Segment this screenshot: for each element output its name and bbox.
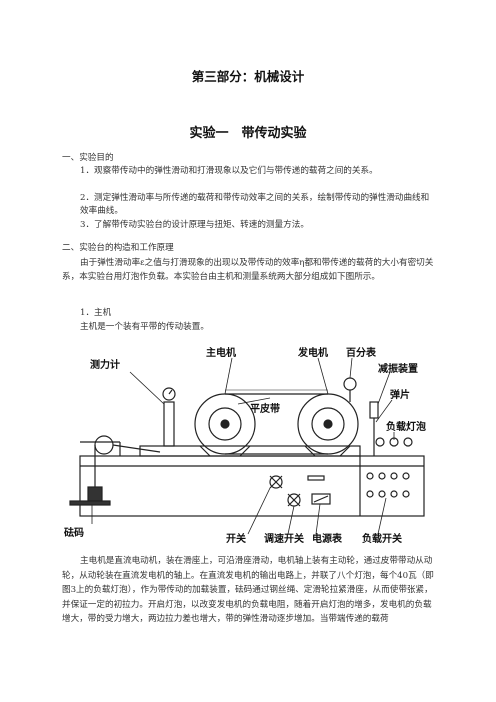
load-bulbs: [366, 437, 413, 498]
section1-heading: 一、实验目的: [62, 153, 114, 163]
label-main-motor: 主电机: [206, 346, 236, 359]
label-switch: 开关: [226, 532, 246, 545]
subsection-main-machine-heading: 1．主机: [80, 308, 112, 318]
control-panel: [269, 475, 331, 507]
dial-gauge: [343, 377, 357, 391]
label-dynamometer: 测力计: [90, 358, 120, 371]
weight-block: [87, 486, 103, 502]
label-weights: 砝码: [64, 526, 84, 539]
label-power-meter: 电源表: [312, 532, 343, 545]
section1-item2: 2．测定弹性滑动率与所传递的载荷和带传动效率之间的关系，绘制带传动的弹性滑动曲线…: [80, 193, 430, 216]
base-frame: [79, 455, 425, 517]
fixed-pulley: [94, 435, 114, 455]
label-flat-belt: 平皮带: [250, 402, 280, 415]
label-dial-gauge: 百分表: [346, 346, 377, 359]
damper: [369, 401, 379, 419]
label-damper: 减振装置: [378, 362, 418, 375]
label-speed-switch: 调速开关: [264, 532, 304, 545]
belt-drive-test-rig-diagram: 测力计 主电机 发电机 百分表 减振装置 平皮带 弹片 负载灯泡 砝码 开关 调…: [64, 346, 426, 545]
section1-item3: 3．了解带传动实验台的设计原理与扭矩、转速的测量方法。: [80, 220, 309, 230]
subsection-main-machine-text: 主机是一个装有平带的传动装置。: [80, 322, 209, 332]
label-generator: 发电机: [297, 346, 328, 359]
label-load-bulbs: 负载灯泡: [386, 420, 426, 433]
dynamometer-gauge: [162, 387, 176, 401]
section2-heading: 二、实验台的构造和工作原理: [62, 243, 174, 253]
label-spring-plate: 弹片: [390, 388, 410, 401]
section2-intro: 由于弹性滑动率ε之值与打滑现象的出现以及带传动的效率η都和带传递的载荷的大小有密…: [62, 258, 434, 282]
section1-item1: 1．观察带传动中的弹性滑动和打滑现象以及它们与带传递的载荷之间的关系。: [80, 166, 378, 176]
label-load-switch: 负载开关: [362, 532, 402, 545]
part-title: 第三部分：机械设计: [191, 69, 305, 84]
experiment-title: 实验一 带传动实验: [189, 126, 307, 141]
body-paragraph: 主电机是直流电动机，装在滑座上，可沿滑座滑动，电机轴上装有主动轮，通过皮带带动从…: [62, 556, 434, 624]
